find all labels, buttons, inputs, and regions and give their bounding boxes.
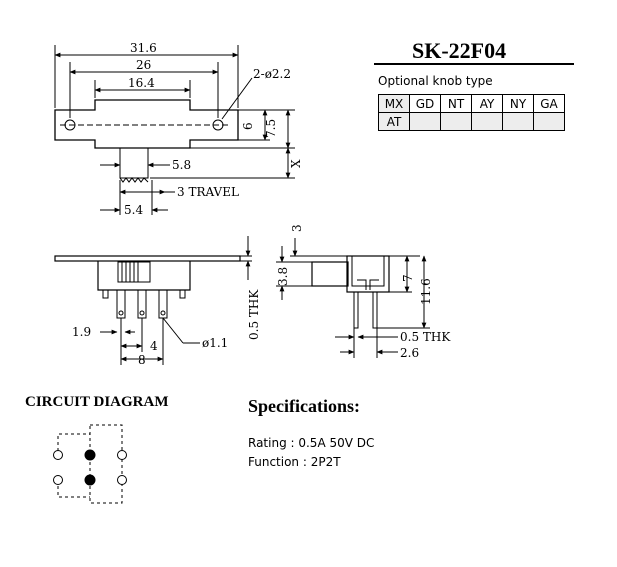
- spec-function: Function : 2P2T: [248, 455, 341, 469]
- top-view: [54, 45, 295, 215]
- contact-common-1: [84, 449, 96, 461]
- knob-cell: MX: [378, 94, 410, 113]
- dim-front-thickness: 0.5 THK: [247, 289, 261, 340]
- side-view: [276, 238, 430, 358]
- dim-total-height: 7.5: [264, 119, 278, 138]
- model-title: SK-22F04: [412, 38, 507, 63]
- spec-title: Specifications:: [248, 396, 360, 416]
- knob-caption: Optional knob type: [378, 74, 493, 88]
- dim-knob-width: 5.8: [172, 158, 191, 172]
- dim-pin-span: 8: [138, 353, 146, 367]
- dim-knob-offset: 5.4: [124, 203, 143, 217]
- knob-cell: NY: [502, 94, 534, 113]
- pin-3: [158, 289, 168, 319]
- knob-cell: [409, 112, 441, 131]
- contact-common-2: [84, 474, 96, 486]
- dim-pin-thickness: 0.5 THK: [400, 330, 451, 344]
- circuit-title: CIRCUIT DIAGRAM: [25, 394, 169, 410]
- dim-overall-width: 31.6: [130, 41, 157, 55]
- dim-side-total: 11.6: [419, 278, 433, 305]
- knob-cell: [440, 112, 472, 131]
- dim-top: 3: [290, 224, 304, 232]
- knob-cell: [471, 112, 503, 131]
- knob-type-table: MX GD NT AY NY GA AT: [378, 94, 565, 131]
- dim-pin-pitch: 4: [150, 339, 158, 353]
- contact-4: [117, 475, 127, 485]
- dimension-labels: 31.6 26 16.4 2-ø2.2 6 7.5 X 5.8 3 TRAVEL…: [72, 41, 451, 367]
- pin-1: [116, 289, 126, 319]
- side-pin-left: [353, 291, 359, 329]
- knob-cell: [502, 112, 534, 131]
- dim-travel: 3 TRAVEL: [177, 185, 239, 199]
- side-pin-right: [372, 291, 378, 329]
- dim-body-width: 16.4: [128, 76, 155, 90]
- knob-row-2: AT: [378, 112, 565, 131]
- knob-cell: NT: [440, 94, 472, 113]
- dim-knob-height: 3.8: [276, 267, 290, 286]
- dim-pin-diameter: ø1.1: [202, 336, 228, 350]
- contact-3: [53, 475, 63, 485]
- circuit-diagram: [53, 424, 127, 504]
- dim-terminal-offset: 1.9: [72, 325, 91, 339]
- dim-body-height: 7: [401, 274, 415, 282]
- knob-cell: AY: [471, 94, 503, 113]
- title-underline: [374, 63, 574, 65]
- knob-cell: [533, 112, 565, 131]
- dim-frame-height: 6: [241, 122, 255, 130]
- contact-1: [53, 450, 63, 460]
- knob-cell: AT: [378, 112, 410, 131]
- front-view: [54, 236, 252, 365]
- dim-hole-pitch: 26: [136, 58, 151, 72]
- dim-pin-offset: 2.6: [400, 346, 419, 360]
- knob-row-1: MX GD NT AY NY GA: [378, 94, 565, 113]
- contact-2: [117, 450, 127, 460]
- knob-cell: GD: [409, 94, 441, 113]
- slide-knob: [119, 147, 149, 179]
- dim-x: X: [289, 159, 303, 168]
- spec-rating: Rating : 0.5A 50V DC: [248, 436, 375, 450]
- dim-hole-callout: 2-ø2.2: [253, 67, 291, 81]
- pin-2: [137, 289, 147, 319]
- knob-cell: GA: [533, 94, 565, 113]
